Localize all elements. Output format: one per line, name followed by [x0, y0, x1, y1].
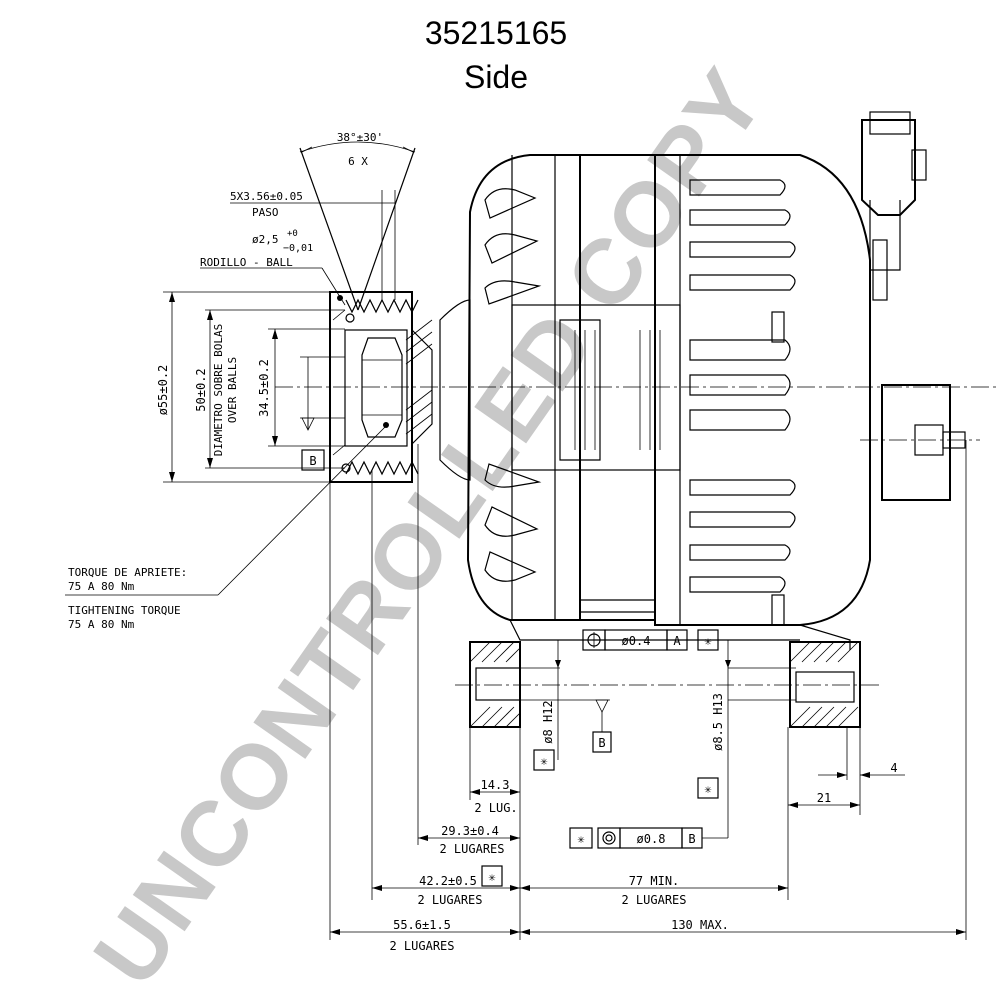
dim-29-3: 29.3±0.4 — [441, 824, 499, 838]
hole-left-marker: ✳ — [540, 754, 547, 768]
dim-29-3-sub: 2 LUGARES — [439, 842, 504, 856]
ball-tol-minus: −0,01 — [283, 243, 313, 254]
ball-diameter-en: OVER BALLS — [226, 357, 239, 423]
hole-right-marker: ✳ — [704, 782, 711, 796]
dim-77: 77 MIN. — [629, 874, 680, 888]
ball-label: RODILLO - BALL — [200, 256, 293, 269]
ball-dia-label: ø2,5 — [252, 233, 279, 246]
drawing-subtitle: Side — [464, 59, 528, 95]
profile-marker: ✳ — [577, 832, 584, 846]
dim-55-6: 55.6±1.5 — [393, 918, 451, 932]
torque-es-value: 75 A 80 Nm — [68, 580, 135, 593]
torque-callout: TORQUE DE APRIETE: 75 A 80 Nm TIGHTENING… — [65, 424, 388, 631]
inner-diameter: 34.5±0.2 — [257, 359, 271, 417]
dim-42-2: 42.2±0.5 — [419, 874, 477, 888]
ball-diameter-es: DIAMETRO SOBRE BOLAS — [212, 324, 225, 456]
angle-label: 38°±30' — [337, 131, 383, 144]
groove-pitch-label: 5X3.56±0.05 — [230, 190, 303, 203]
torque-en-label: TIGHTENING TORQUE — [68, 604, 181, 617]
dim-42-2-marker: ✳ — [488, 870, 495, 884]
mount-tolerances: ø0.4 A ✳ ø8 H12 B ✳ ø8.5 H13 ✳ ✳ ø0. — [520, 629, 796, 849]
profile-tolerance: ø0.8 — [637, 832, 666, 846]
angle-count: 6 X — [348, 155, 368, 168]
horizontal-dimensions: 14.3 2 LUG. 29.3±0.4 2 LUGARES 42.2±0.5 … — [329, 440, 967, 953]
position-datum: A — [673, 634, 681, 648]
ball-tol-plus: +0 — [287, 229, 298, 239]
dim-42-2-sub: 2 LUGARES — [417, 893, 482, 907]
pulley-datum-b: B — [309, 454, 316, 468]
torque-en-value: 75 A 80 Nm — [68, 618, 135, 631]
outer-diameter: ø55±0.2 — [156, 365, 170, 416]
drawing-title: 35215165 — [425, 15, 567, 51]
mount-datum-b: B — [598, 736, 605, 750]
dim-55-6-sub: 2 LUGARES — [389, 939, 454, 953]
position-marker: ✳ — [704, 634, 711, 648]
profile-datum: B — [688, 832, 695, 846]
dim-4: 4 — [890, 761, 897, 775]
position-tolerance: ø0.4 — [622, 634, 651, 648]
mount-lugs — [455, 641, 880, 728]
alternator-body — [439, 111, 980, 650]
hole-left-dim: ø8 H12 — [541, 700, 555, 743]
dim-130: 130 MAX. — [671, 918, 729, 932]
dim-14-3-sub: 2 LUG. — [474, 801, 517, 815]
dim-14-3: 14.3 — [481, 778, 510, 792]
pulley-section: 38°±30' 6 X 5X3.56±0.05 PASO ø2,5 +0 −0,… — [156, 131, 1000, 483]
torque-es-label: TORQUE DE APRIETE: — [68, 566, 187, 579]
hole-right-dim: ø8.5 H13 — [711, 693, 725, 751]
ball-diameter: 50±0.2 — [194, 368, 208, 411]
uncontrolled-copy-watermark: UNCONTROLLED COPY — [75, 51, 785, 1000]
dim-21: 21 — [817, 791, 831, 805]
groove-pitch-sub: PASO — [252, 206, 279, 219]
dim-77-sub: 2 LUGARES — [621, 893, 686, 907]
